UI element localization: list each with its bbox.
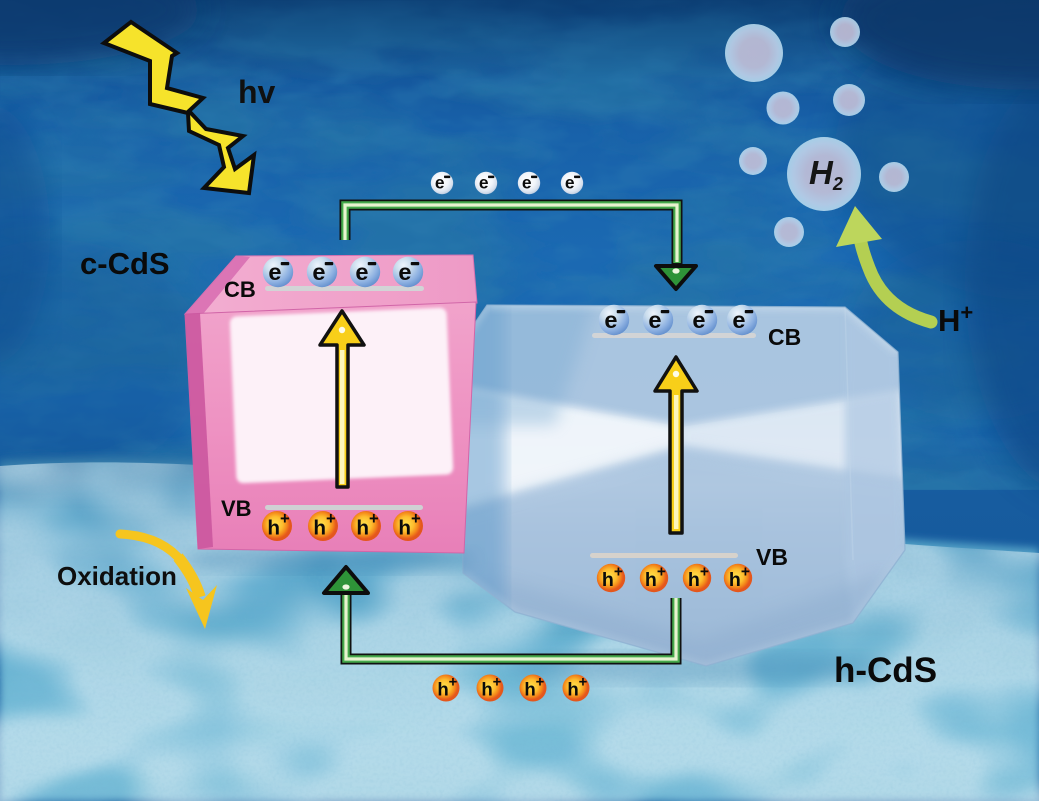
svg-text:e: e bbox=[732, 307, 745, 333]
svg-text:hv: hv bbox=[238, 74, 276, 110]
svg-text:+: + bbox=[280, 510, 290, 528]
svg-text:e: e bbox=[522, 173, 532, 193]
svg-text:e: e bbox=[648, 307, 661, 333]
svg-text:e: e bbox=[268, 259, 281, 285]
svg-text:+: + bbox=[614, 563, 623, 580]
svg-text:c-CdS: c-CdS bbox=[80, 246, 170, 281]
svg-text:VB: VB bbox=[221, 496, 252, 521]
svg-text:CB: CB bbox=[224, 277, 256, 302]
svg-text:h: h bbox=[524, 678, 535, 699]
svg-text:+: + bbox=[579, 674, 588, 690]
svg-text:+: + bbox=[326, 510, 336, 528]
svg-text:e: e bbox=[355, 259, 368, 285]
svg-text:+: + bbox=[536, 674, 545, 690]
svg-text:h: h bbox=[313, 516, 326, 539]
svg-text:+: + bbox=[700, 563, 709, 580]
svg-text:CB: CB bbox=[768, 324, 801, 350]
svg-text:h: h bbox=[645, 569, 657, 591]
svg-text:e: e bbox=[435, 173, 445, 193]
svg-text:+: + bbox=[449, 674, 458, 690]
svg-text:Oxidation: Oxidation bbox=[57, 561, 177, 591]
svg-text:h: h bbox=[398, 516, 411, 539]
svg-text:h: h bbox=[567, 678, 578, 699]
svg-text:e: e bbox=[604, 307, 617, 333]
svg-text:+: + bbox=[411, 510, 421, 528]
svg-text:+: + bbox=[493, 674, 502, 690]
svg-text:+: + bbox=[657, 563, 666, 580]
svg-text:VB: VB bbox=[756, 544, 788, 570]
svg-text:e: e bbox=[565, 173, 575, 193]
svg-text:e: e bbox=[692, 307, 705, 333]
svg-text:+: + bbox=[741, 563, 750, 580]
svg-text:e: e bbox=[479, 173, 489, 193]
svg-text:h: h bbox=[356, 516, 369, 539]
svg-text:h: h bbox=[481, 678, 492, 699]
svg-text:h: h bbox=[267, 516, 280, 539]
svg-text:h: h bbox=[602, 569, 614, 591]
svg-text:e: e bbox=[398, 259, 411, 285]
svg-text:h: h bbox=[688, 569, 700, 591]
svg-text:h: h bbox=[437, 678, 448, 699]
svg-text:e: e bbox=[312, 259, 325, 285]
svg-text:h: h bbox=[729, 569, 741, 591]
svg-text:h-CdS: h-CdS bbox=[834, 651, 937, 690]
svg-text:+: + bbox=[369, 510, 379, 528]
